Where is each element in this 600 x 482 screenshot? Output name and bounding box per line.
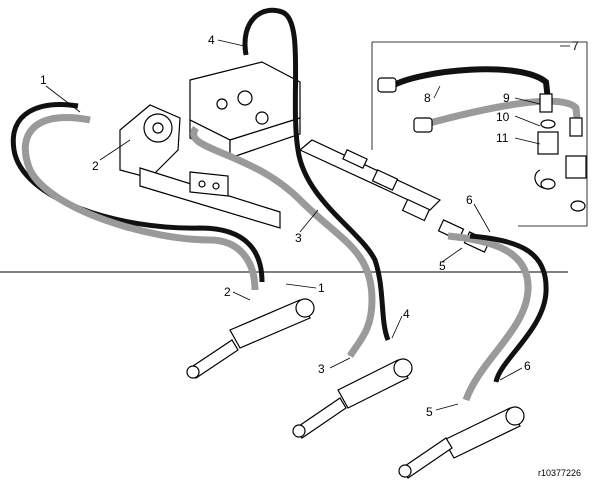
upper-hoses <box>10 7 549 402</box>
hose-6 <box>469 233 549 383</box>
lift-cylinder-right <box>398 406 525 479</box>
callout-5-lower: 5 <box>426 405 433 419</box>
hose-7-elbow-fitting <box>377 77 397 93</box>
hose-5 <box>447 232 532 402</box>
hose-8-elbow-fitting <box>413 117 433 133</box>
callout-2-upper: 2 <box>92 159 99 173</box>
callout-9: 9 <box>503 91 510 105</box>
kit-inset-box <box>372 41 588 227</box>
mounting-bracket-assembly <box>119 104 281 229</box>
hose-8-kit <box>425 97 582 129</box>
hose-7-kit <box>390 66 551 101</box>
adapter-fitting-9 <box>539 93 553 113</box>
callout-6-lower: 6 <box>524 359 531 373</box>
hose-3 <box>190 125 376 358</box>
callout-11: 11 <box>496 131 509 145</box>
callout-1-lower: 1 <box>318 281 325 295</box>
callout-3-upper: 3 <box>295 231 302 245</box>
dust-cap-11 <box>540 178 556 190</box>
callout-10: 10 <box>496 110 510 124</box>
callout-8: 8 <box>424 91 431 105</box>
callout-6-upper: 6 <box>466 193 473 207</box>
hose-2 <box>21 113 259 291</box>
valve-block-assembly <box>189 61 301 159</box>
callout-5-upper: 5 <box>439 259 446 273</box>
quick-coupler-10 <box>537 131 559 155</box>
callout-4-upper: 4 <box>208 33 215 47</box>
quick-coupler-10b <box>565 155 587 179</box>
callout-1-upper: 1 <box>40 73 47 87</box>
o-ring-9 <box>540 119 556 129</box>
adapter-fitting-9b <box>569 117 583 137</box>
kit-parts <box>377 66 587 212</box>
callout-leaders <box>45 39 570 411</box>
hose-4 <box>242 7 391 341</box>
callout-7: 7 <box>572 39 579 53</box>
callout-4-lower: 4 <box>403 307 410 321</box>
figure-id-label: r10377226 <box>538 468 581 478</box>
callout-3-lower: 3 <box>318 362 325 376</box>
lift-cylinder-center <box>292 358 413 439</box>
dust-cap-11b <box>570 200 586 212</box>
lift-cylinder-left <box>186 298 315 379</box>
callout-2-lower: 2 <box>224 285 231 299</box>
